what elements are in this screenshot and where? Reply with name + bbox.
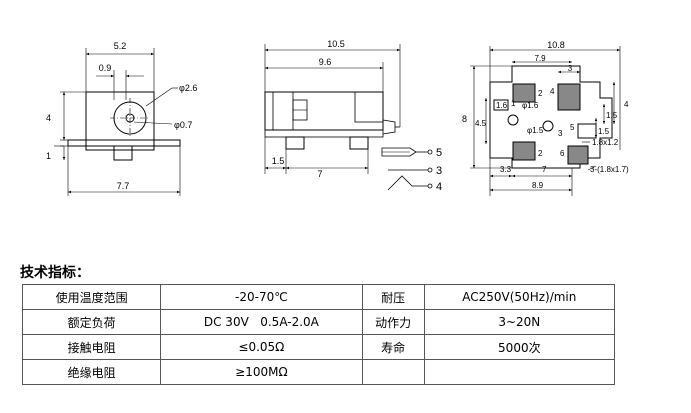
plug-symbol: [381, 147, 417, 157]
dim-7-9: 7.9: [534, 54, 546, 63]
hole-phi-1-6: [507, 114, 519, 126]
pad-slot-size: 3-(1.8x1.7): [590, 165, 629, 174]
dim-1-6-inner: 1.6: [496, 101, 508, 110]
pad-6: [567, 145, 589, 165]
table-row: 绝缘电阻 ≥100MΩ: [21, 359, 616, 385]
front-body: [85, 91, 155, 151]
pad-size-1-8x1-2: 1.8x1.2: [592, 138, 619, 147]
technical-drawing: 5.2 0.9 φ2.6 φ0.7 4 1 7.7: [46, 39, 629, 196]
side-body: [264, 91, 384, 131]
spec-value: 5000次: [423, 334, 616, 360]
pin-4-label: 4: [436, 181, 442, 193]
pad-4: [557, 83, 581, 111]
spec-value: 3~20N: [423, 309, 616, 335]
pad-label-2-bottom: 2: [538, 149, 543, 158]
dim-5-2: 5.2: [114, 41, 127, 51]
spec-label: 使用温度范围: [21, 284, 162, 310]
side-pin-left: [285, 136, 305, 150]
dim-4-right: 4: [624, 100, 629, 109]
spec-label: 接触电阻: [21, 334, 162, 360]
dim-9-6: 9.6: [319, 57, 332, 67]
front-pin: [113, 145, 133, 161]
pin-3-label: 3: [436, 165, 442, 177]
dim-4-5-left: 4.5: [475, 119, 487, 128]
dim-10-5: 10.5: [327, 39, 345, 49]
dim-3-top: 3: [568, 64, 573, 73]
dim-phi-1-5: φ1.5: [527, 126, 544, 135]
spec-label: 绝缘电阻: [21, 359, 162, 385]
pad-label-5: 5: [570, 123, 575, 132]
pad-label-4: 4: [550, 87, 555, 96]
spec-label: [361, 359, 425, 385]
spec-label: 耐压: [361, 284, 425, 310]
dim-7-bottom: 7: [542, 165, 547, 174]
spec-value: DC 30V 0.5A-2.0A: [160, 309, 363, 335]
pcb-footprint: [470, 46, 621, 196]
spec-value: ≤0.05Ω: [160, 334, 363, 360]
front-view: [54, 48, 181, 196]
dim-phi-0-7: φ0.7: [174, 120, 192, 130]
spec-value: ≥100MΩ: [160, 359, 363, 385]
pad-label-2-top: 2: [538, 89, 543, 98]
table-row: 使用温度范围 -20-70℃ 耐压 AC250V(50Hz)/min: [21, 284, 616, 310]
dim-3-3: 3.3: [500, 165, 512, 174]
footprint-outline: [489, 65, 613, 169]
pad-label-6: 6: [560, 149, 565, 158]
dim-7-7: 7.7: [117, 181, 130, 191]
spec-label: 动作力: [361, 309, 425, 335]
pad-1: [493, 99, 509, 111]
dim-1-5-right-b: 1.5: [598, 127, 610, 136]
dim-10-8: 10.8: [547, 40, 565, 50]
front-base: [67, 139, 181, 147]
pad-2-top: [512, 83, 536, 103]
pad-label-3: 3: [558, 129, 563, 138]
spec-value: [423, 359, 616, 385]
table-row: 接触电阻 ≤0.05Ω 寿命 5000次: [21, 334, 616, 360]
pad-label-1: 1: [511, 99, 516, 108]
spec-value: -20-70℃: [160, 284, 363, 310]
dim-4-height: 4: [46, 113, 51, 123]
hole-phi-1-5: [542, 120, 554, 132]
specs-heading: 技术指标：: [20, 265, 90, 281]
dim-1-foot: 1: [46, 151, 51, 161]
spec-label: 额定负荷: [21, 309, 162, 335]
side-view: [264, 44, 401, 174]
side-pin-right: [349, 136, 369, 150]
pin-diagram: [381, 147, 433, 191]
dim-1-5-right-a: 1.5: [606, 111, 618, 120]
dim-8-9: 8.9: [532, 181, 544, 190]
pad-2-bottom: [512, 141, 536, 161]
dim-0-9: 0.9: [99, 63, 112, 73]
dim-phi-1-6: φ1.6: [522, 101, 539, 110]
dim-1-5: 1.5: [272, 156, 285, 166]
spec-label: 寿命: [361, 334, 425, 360]
specs-table: 使用温度范围 -20-70℃ 耐压 AC250V(50Hz)/min 额定负荷 …: [21, 284, 616, 385]
pad-5: [577, 123, 597, 139]
pin-5-label: 5: [436, 147, 442, 159]
table-row: 额定负荷 DC 30V 0.5A-2.0A 动作力 3~20N: [21, 309, 616, 335]
dim-phi-2-6: φ2.6: [179, 83, 197, 93]
spec-value: AC250V(50Hz)/min: [423, 284, 616, 310]
dim-7-span: 7: [317, 169, 322, 179]
dim-8-left: 8: [462, 114, 467, 124]
